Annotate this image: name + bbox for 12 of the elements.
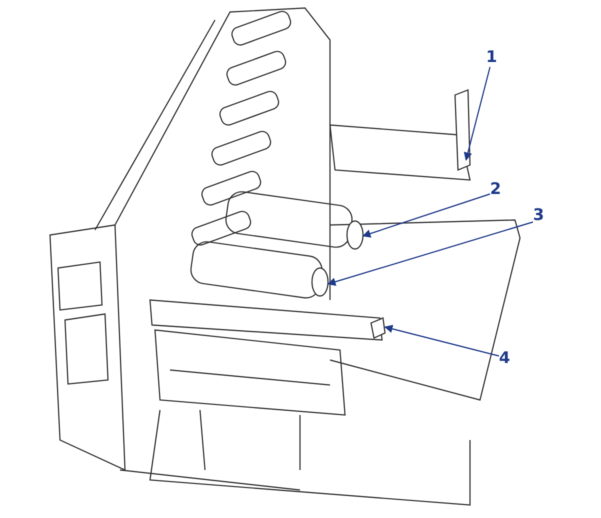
ribbon-spindle — [311, 267, 329, 297]
callout-number: 3 — [533, 206, 544, 224]
leader-line — [362, 193, 490, 238]
media-guide — [454, 89, 471, 171]
leader-line — [327, 221, 534, 286]
callout-number: 2 — [490, 180, 502, 198]
leader-line — [384, 324, 500, 357]
printhead-lever — [370, 317, 386, 339]
ribbon-spindle — [346, 220, 364, 250]
leader-line — [464, 66, 491, 161]
callout-number: 4 — [499, 349, 510, 367]
callout-number: 1 — [486, 48, 498, 66]
